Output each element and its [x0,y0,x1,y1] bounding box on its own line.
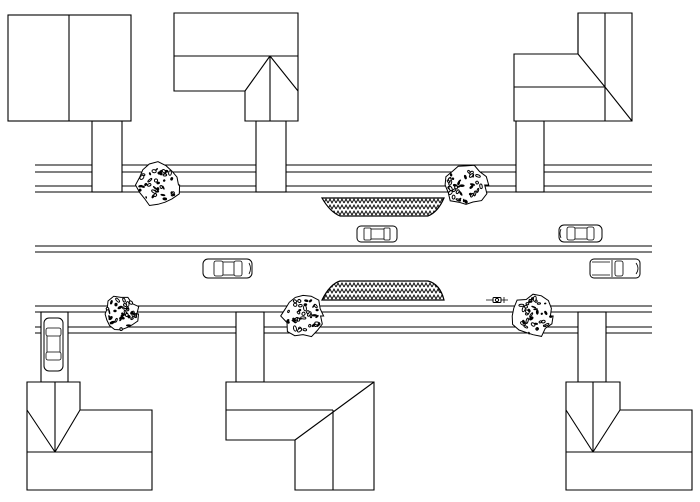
house-bottom-3 [565,381,693,491]
house-top-2 [173,12,299,122]
car-upper-1 [356,225,398,243]
median-top [320,197,445,217]
car-driveway [43,317,64,372]
house-bottom-1 [26,381,153,491]
pickup-lower [589,258,641,279]
tree-icon [134,161,181,207]
trees [104,161,554,338]
car-upper-2 [558,224,603,243]
tree-icon [444,164,490,205]
house-top-1 [7,14,132,122]
house-bottom-2 [225,381,375,491]
tree-icon [104,295,140,331]
tree-icon [511,293,554,337]
tree-icon [280,294,325,338]
house-top-3 [513,12,633,122]
car-lower-1 [202,258,253,279]
bicycle [486,297,508,303]
median-bottom [321,280,445,301]
